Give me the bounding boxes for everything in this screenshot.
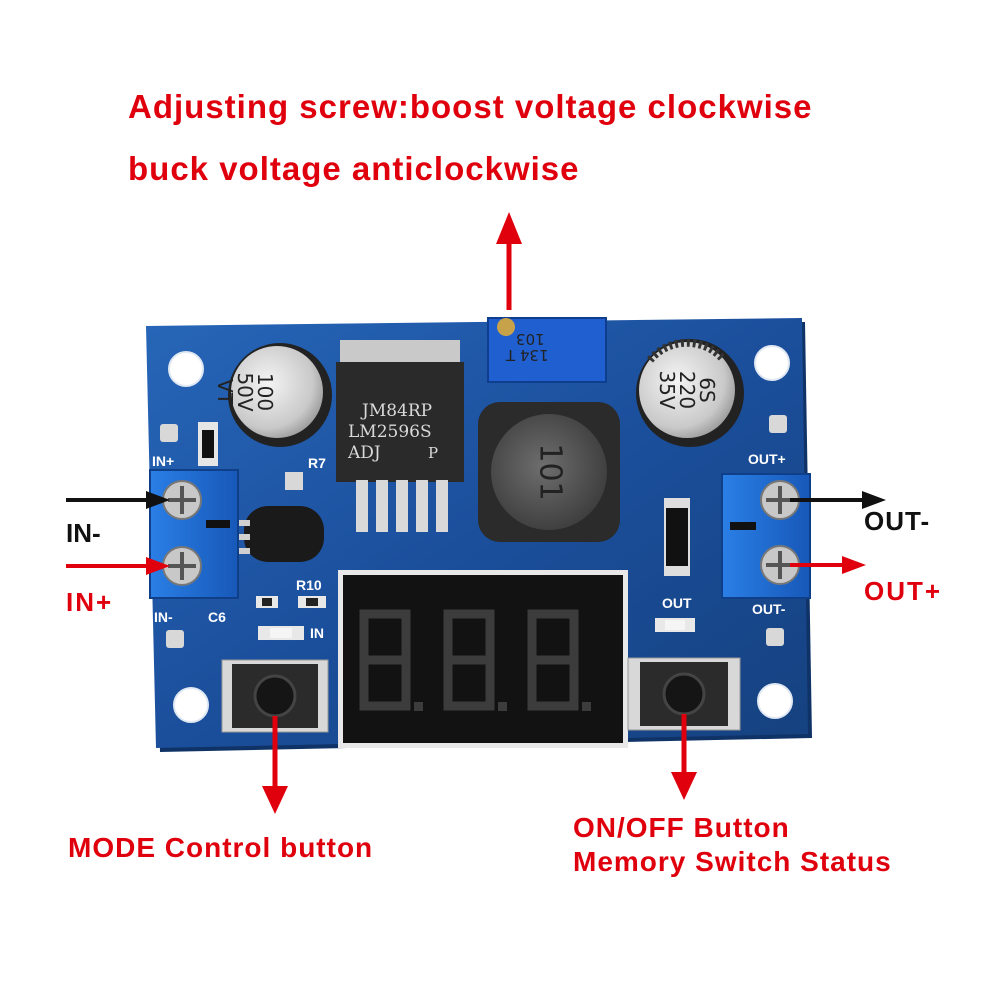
transistor (238, 506, 324, 562)
diode (664, 498, 690, 576)
adjusting-screw-potentiometer[interactable]: 103 134 T (487, 317, 607, 383)
silk-r10: R10 (296, 577, 322, 593)
out-plus-arrow (790, 556, 866, 574)
smd-pads (160, 415, 787, 648)
silk-in-minus: IN- (154, 609, 173, 625)
onoff-button-label-line1: ON/OFF Button (573, 812, 790, 843)
cap-left-series: VT (213, 379, 237, 406)
out-plus-label: OUT+ (864, 576, 943, 606)
adjust-arrow (496, 212, 522, 310)
cap-right-value: 220 (675, 371, 699, 409)
silk-in-led: IN (310, 625, 324, 641)
capacitor-left: 100 50V VT (213, 343, 332, 447)
silk-in-plus: IN+ (152, 453, 174, 469)
cap-left-value: 100 (253, 373, 277, 411)
out-minus-label: OUT- (864, 506, 931, 536)
silk-out-led: OUT (662, 595, 692, 611)
silk-c6: C6 (208, 609, 226, 625)
input-terminal-block (149, 469, 239, 599)
silk-out-minus: OUT- (752, 601, 786, 617)
chip-line3: ADJ (347, 443, 381, 463)
in-minus-arrow (66, 491, 170, 509)
onoff-button-arrow (671, 714, 697, 800)
output-terminal-block (721, 473, 811, 599)
chip-line1: JM84RP (360, 401, 432, 421)
inductor-code: 101 (533, 443, 568, 500)
adjusting-screw-label-line2: buck voltage anticlockwise (128, 150, 580, 187)
mode-button-label: MODE Control button (68, 832, 374, 863)
cap-left-voltage: 50V (233, 372, 257, 411)
in-plus-label: IN+ (66, 587, 114, 617)
mode-button-arrow (262, 716, 288, 814)
chip-mark: P (428, 444, 438, 462)
silk-out-plus: OUT+ (748, 451, 786, 467)
in-minus-label: IN- (66, 518, 101, 548)
pot-code: 103 (516, 330, 545, 348)
onoff-button-label-line2: Memory Switch Status (573, 846, 892, 877)
in-plus-arrow (66, 557, 170, 575)
mounting-holes (168, 345, 793, 723)
pot-code2: 134 T (505, 346, 548, 364)
capacitor-right: 6S 220 35V (636, 338, 744, 447)
out-minus-arrow (790, 491, 886, 509)
cap-right-code: 6S (695, 377, 719, 402)
inductor: 101 (478, 402, 620, 542)
cap-right-voltage: 35V (655, 370, 679, 409)
seven-segment-display (338, 570, 628, 748)
adjusting-screw-label-line1: Adjusting screw:boost voltage clockwise (128, 88, 813, 125)
regulator-chip: JM84RP LM2596S ADJ P (336, 340, 464, 532)
silk-r7: R7 (308, 455, 326, 471)
chip-model: LM2596S (348, 422, 432, 442)
